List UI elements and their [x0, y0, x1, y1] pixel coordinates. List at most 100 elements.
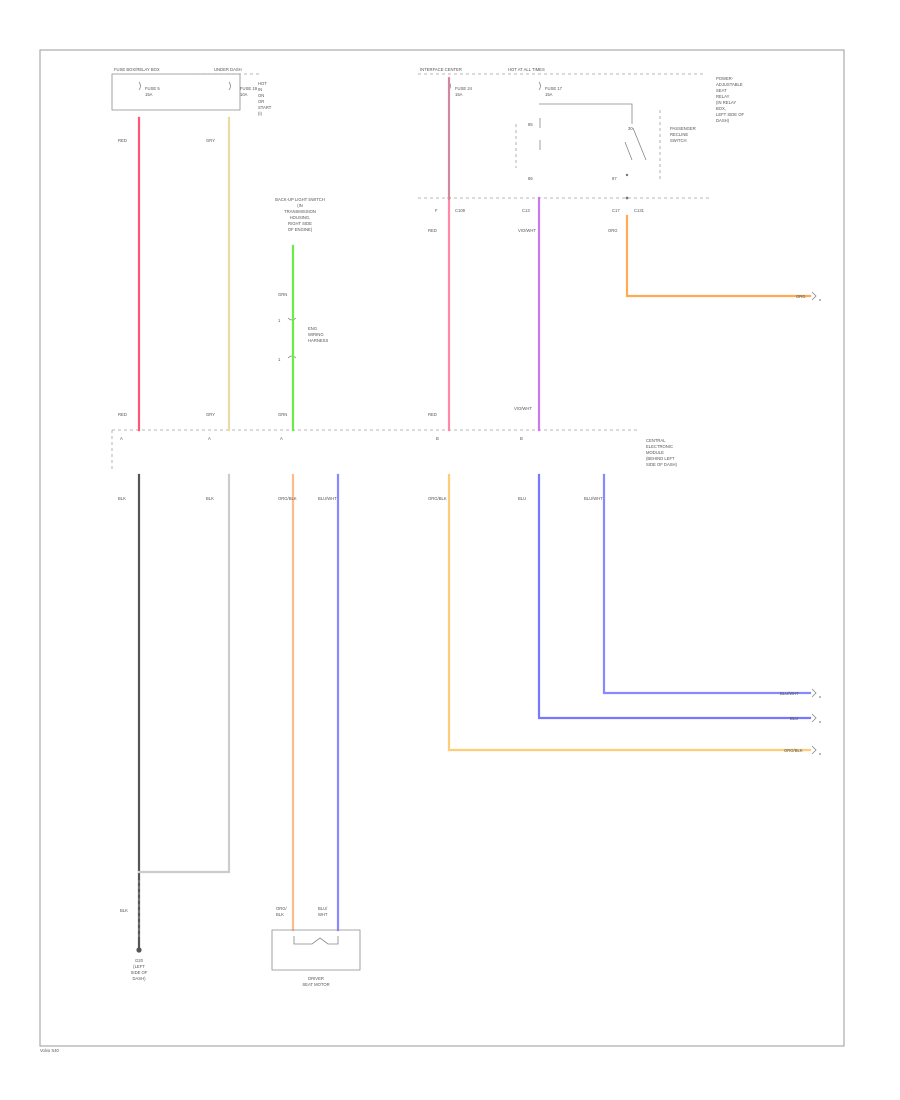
- svg-text:A: A: [280, 436, 283, 441]
- svg-text:G20: G20: [135, 958, 144, 963]
- wire-tag-lightgray-top: BLK: [206, 496, 214, 501]
- svg-text:FUSE 5: FUSE 5: [145, 86, 160, 91]
- svg-text:WHT: WHT: [318, 912, 328, 917]
- svg-text:30: 30: [628, 126, 633, 131]
- svg-text:CENTRAL: CENTRAL: [646, 438, 666, 443]
- svg-text:BLK: BLK: [120, 908, 128, 913]
- svg-text:LEFT SIDE OF: LEFT SIDE OF: [716, 112, 745, 117]
- relay-switch-label: PASSENGER RECLINE SWITCH: [670, 126, 696, 143]
- svg-text:DASH): DASH): [716, 118, 730, 123]
- svg-text:BLK: BLK: [276, 912, 284, 917]
- svg-text:ORG/: ORG/: [276, 906, 288, 911]
- svg-text:(IN: (IN: [297, 203, 303, 208]
- svg-text:SIDE OF DASH): SIDE OF DASH): [646, 462, 678, 467]
- wire-tag-violet-top: VIO/WHT: [518, 228, 536, 233]
- svg-text:HARNESS: HARNESS: [308, 338, 328, 343]
- wire-tag-blue-right: BLU/WHT: [584, 496, 603, 501]
- wire-tag-pink-bot: RED: [428, 412, 437, 417]
- svg-text:B: B: [436, 436, 439, 441]
- output-org-blk: ORG/BLK: [784, 748, 803, 753]
- wire-blue-right: [602, 473, 812, 695]
- wire-tag-blue-mid: BLU: [518, 496, 526, 501]
- svg-text:15A: 15A: [455, 92, 463, 97]
- wire-tag-orange-low: ORG/BLK: [278, 496, 297, 501]
- fuse-box-top-left: FUSE BOX/RELAY BOX UNDER DASH FUSE 5 15A…: [111, 67, 272, 116]
- svg-text:B: B: [520, 436, 523, 441]
- svg-text:DASH): DASH): [132, 976, 146, 981]
- svg-text:87: 87: [612, 176, 617, 181]
- svg-text:ENG: ENG: [308, 326, 317, 331]
- svg-text:1: 1: [278, 357, 281, 362]
- wire-tag-violet-bot: VIO/WHT: [514, 406, 532, 411]
- svg-text:ELECTRONIC: ELECTRONIC: [646, 444, 673, 449]
- wire-light-gray: [137, 473, 231, 874]
- svg-text:ADJUSTABLE: ADJUSTABLE: [716, 82, 743, 87]
- wire-tag-green-bot: GRN: [278, 412, 287, 417]
- wire-tag-blue-low: BLU/WHT: [318, 496, 337, 501]
- svg-text:INTERFACE CENTER: INTERFACE CENTER: [420, 67, 462, 72]
- fuse-box-top-right: INTERFACE CENTER HOT AT ALL TIMES FUSE 2…: [418, 67, 706, 97]
- svg-text:FUSE 17: FUSE 17: [545, 86, 563, 91]
- svg-text:15A: 15A: [545, 92, 553, 97]
- svg-text:SWITCH: SWITCH: [670, 138, 687, 143]
- svg-text:TRANSMISSION: TRANSMISSION: [284, 209, 316, 214]
- svg-text:A: A: [120, 436, 123, 441]
- svg-text:HOUSING,: HOUSING,: [290, 215, 311, 220]
- svg-text:DRIVER: DRIVER: [308, 976, 324, 981]
- svg-text:BACK-UP LIGHT SWITCH: BACK-UP LIGHT SWITCH: [275, 197, 325, 202]
- svg-text:(I): (I): [258, 111, 263, 116]
- svg-text:(BEHIND LEFT: (BEHIND LEFT: [646, 456, 675, 461]
- svg-text:F: F: [435, 208, 438, 213]
- svg-text:FUSE 19: FUSE 19: [240, 86, 258, 91]
- wire-orange-mid: [447, 473, 812, 752]
- seat-motor: ORG/ BLK BLU/ WHT DRIVER SEAT MOTOR: [271, 906, 361, 987]
- output-blu: BLU: [790, 716, 798, 721]
- svg-text:(LEFT: (LEFT: [133, 964, 145, 969]
- svg-text:RECLINE: RECLINE: [670, 132, 688, 137]
- wire-tag-red-bot: RED: [118, 412, 127, 417]
- svg-text:OF ENGINE): OF ENGINE): [288, 227, 313, 232]
- svg-text:MODULE: MODULE: [646, 450, 664, 455]
- wire-tag-black-top: BLK: [118, 496, 126, 501]
- svg-text:POWER-: POWER-: [716, 76, 734, 81]
- svg-text:15A: 15A: [145, 92, 153, 97]
- svg-text:SEAT: SEAT: [716, 88, 727, 93]
- svg-text:C17: C17: [612, 208, 620, 213]
- wire-orange-top: [625, 214, 812, 298]
- left-center-label: BACK-UP LIGHT SWITCH (IN TRANSMISSION HO…: [275, 197, 325, 232]
- output-blu-wht: BLU/WHT: [780, 691, 799, 696]
- svg-text:C131: C131: [634, 208, 645, 213]
- wire-tag-yel-top: GRY: [206, 138, 215, 143]
- svg-text:85: 85: [528, 122, 533, 127]
- wire-tag-orange-top: ORG: [608, 228, 618, 233]
- svg-text:C109: C109: [455, 208, 466, 213]
- svg-text:FUSE BOX/RELAY BOX: FUSE BOX/RELAY BOX: [114, 67, 160, 72]
- wire-tag-yel-bot: GRY: [206, 412, 215, 417]
- relay-desc: POWER- ADJUSTABLE SEAT RELAY (IN RELAY B…: [716, 76, 745, 123]
- svg-text:OR: OR: [258, 99, 264, 104]
- inline-connector: 1 1 ENG WIRING HARNESS: [278, 317, 328, 362]
- wire-tag-pink-top: RED: [428, 228, 437, 233]
- svg-text:WIRING: WIRING: [308, 332, 324, 337]
- svg-text:SIDE OF: SIDE OF: [131, 970, 148, 975]
- svg-text:BLU/: BLU/: [318, 906, 328, 911]
- svg-text:BOX,: BOX,: [716, 106, 726, 111]
- svg-text:HOT: HOT: [258, 81, 267, 86]
- wire-tag-orange-mid: ORG/BLK: [428, 496, 447, 501]
- svg-text:PASSENGER: PASSENGER: [670, 126, 696, 131]
- output-arrows: [811, 291, 821, 755]
- wire-tag-red-top: RED: [118, 138, 127, 143]
- svg-text:1: 1: [278, 318, 281, 323]
- seat-relay: 85 86 87 30: [515, 103, 661, 181]
- diagram-frame: [39, 49, 845, 1047]
- svg-text:RELAY: RELAY: [716, 94, 730, 99]
- output-org-top: ORG: [796, 294, 806, 299]
- svg-text:10A: 10A: [240, 92, 248, 97]
- svg-text:ON: ON: [258, 93, 264, 98]
- svg-text:UNDER DASH: UNDER DASH: [214, 67, 242, 72]
- svg-text:START: START: [258, 105, 272, 110]
- svg-text:IN: IN: [258, 87, 262, 92]
- svg-text:RIGHT SIDE: RIGHT SIDE: [288, 221, 312, 226]
- svg-text:FUSE 24: FUSE 24: [455, 86, 473, 91]
